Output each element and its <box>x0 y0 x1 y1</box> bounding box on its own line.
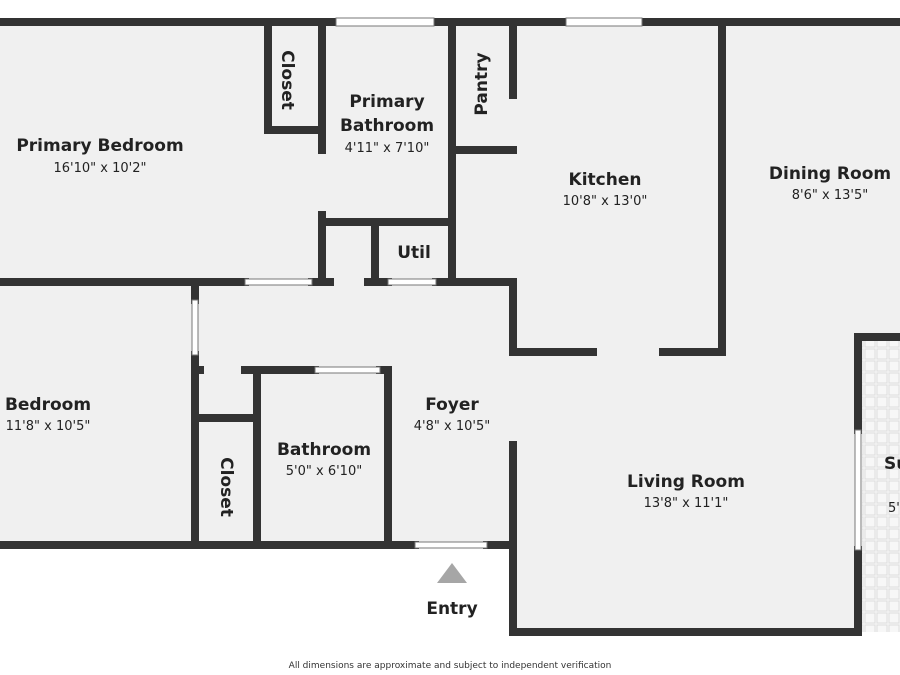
entry-door <box>414 541 488 549</box>
room-name-living-room: Living Room <box>627 472 745 492</box>
room-dim-sunroom: 5' <box>888 501 900 516</box>
room-dim-bathroom: 5'0" x 6'10" <box>286 464 362 479</box>
room-dim-foyer: 4'8" x 10'5" <box>414 419 490 434</box>
room-name-dining-room: Dining Room <box>769 164 891 184</box>
room-dim-dining-room: 8'6" x 13'5" <box>792 188 868 203</box>
room-name-bathroom: Bathroom <box>277 440 371 460</box>
room-name-bedroom: Bedroom <box>5 395 91 415</box>
room-dim-living-room: 13'8" x 11'1" <box>644 496 729 511</box>
room-dim-kitchen: 10'8" x 13'0" <box>563 194 648 209</box>
room-dim-bedroom: 11'8" x 10'5" <box>6 419 91 434</box>
room-name-sunroom: Su <box>884 454 900 474</box>
windows <box>191 17 862 551</box>
room-name-util: Util <box>397 243 431 263</box>
room-dim-primary-bedroom: 16'10" x 10'2" <box>54 161 147 176</box>
room-name-pantry: Pantry <box>472 52 492 115</box>
room-name-primary-bathroom-2: Bathroom <box>340 116 434 136</box>
room-name-primary-bathroom-1: Primary <box>349 92 424 112</box>
disclaimer: All dimensions are approximate and subje… <box>289 661 612 671</box>
walls <box>0 18 900 636</box>
entry-arrow-icon <box>437 563 467 583</box>
floor-areas <box>0 22 900 632</box>
room-name-closet-lower: Closet <box>216 457 236 517</box>
room-name-closet-upper: Closet <box>277 50 297 110</box>
sunroom-tile-floor <box>862 341 900 632</box>
room-name-foyer: Foyer <box>425 395 479 415</box>
room-dim-primary-bathroom: 4'11" x 7'10" <box>345 141 430 156</box>
entry-label: Entry <box>426 599 477 619</box>
room-name-primary-bedroom: Primary Bedroom <box>16 136 183 156</box>
room-name-kitchen: Kitchen <box>569 170 642 190</box>
